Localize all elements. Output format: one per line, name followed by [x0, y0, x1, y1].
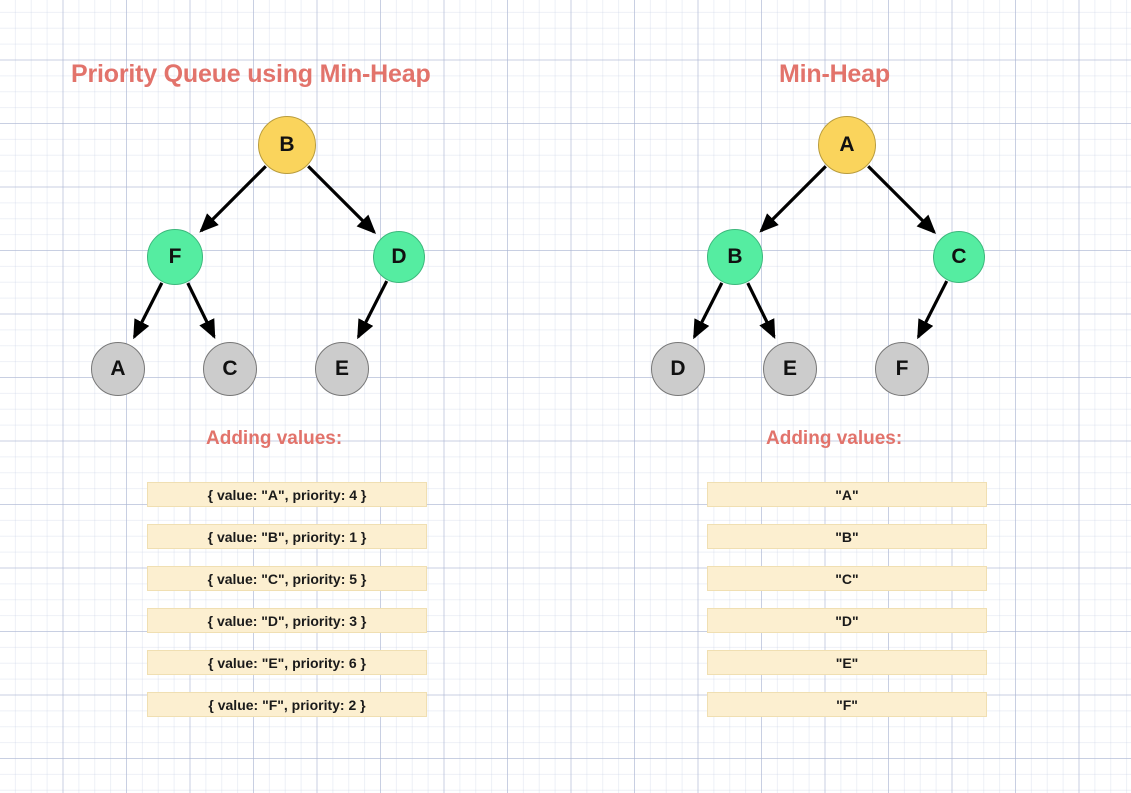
tree-edge — [307, 165, 377, 235]
list-item: { value: "E", priority: 6 } — [147, 650, 427, 675]
tree-node-priority-queue-a[interactable]: A — [91, 342, 145, 396]
tree-node-priority-queue-c[interactable]: C — [203, 342, 257, 396]
tree-node-min-heap-f[interactable]: F — [875, 342, 929, 396]
tree-edge — [356, 280, 389, 340]
tree-node-priority-queue-b[interactable]: B — [258, 116, 316, 174]
list-item: { value: "F", priority: 2 } — [147, 692, 427, 717]
tree-edge — [199, 165, 267, 233]
tree-edge — [746, 282, 776, 339]
adding-values-label-right: Adding values: — [766, 428, 903, 449]
tree-node-min-heap-e[interactable]: E — [763, 342, 817, 396]
adding-values-label-left: Adding values: — [206, 428, 343, 449]
value-list-min-heap: "A" "B" "C" "D" "E" "F" — [707, 482, 987, 717]
page-title-priority-queue: Priority Queue using Min-Heap — [71, 60, 431, 88]
tree-edge — [692, 282, 724, 340]
list-item: "A" — [707, 482, 987, 507]
tree-node-priority-queue-f[interactable]: F — [147, 229, 203, 285]
list-item: { value: "D", priority: 3 } — [147, 608, 427, 633]
page-title-min-heap: Min-Heap — [779, 60, 890, 88]
list-item: "D" — [707, 608, 987, 633]
list-item: { value: "C", priority: 5 } — [147, 566, 427, 591]
value-list-priority-queue: { value: "A", priority: 4 } { value: "B",… — [147, 482, 427, 717]
tree-node-min-heap-d[interactable]: D — [651, 342, 705, 396]
list-item: "B" — [707, 524, 987, 549]
list-item: { value: "B", priority: 1 } — [147, 524, 427, 549]
tree-node-min-heap-a[interactable]: A — [818, 116, 876, 174]
tree-node-min-heap-b[interactable]: B — [707, 229, 763, 285]
tree-edge — [867, 165, 937, 235]
list-item: "F" — [707, 692, 987, 717]
tree-edge — [759, 165, 827, 233]
tree-node-priority-queue-e[interactable]: E — [315, 342, 369, 396]
list-item: "E" — [707, 650, 987, 675]
list-item: "C" — [707, 566, 987, 591]
tree-node-priority-queue-d[interactable]: D — [373, 231, 425, 283]
tree-node-min-heap-c[interactable]: C — [933, 231, 985, 283]
tree-edge — [186, 282, 216, 339]
tree-edge — [916, 280, 949, 340]
list-item: { value: "A", priority: 4 } — [147, 482, 427, 507]
tree-edge — [132, 282, 164, 340]
